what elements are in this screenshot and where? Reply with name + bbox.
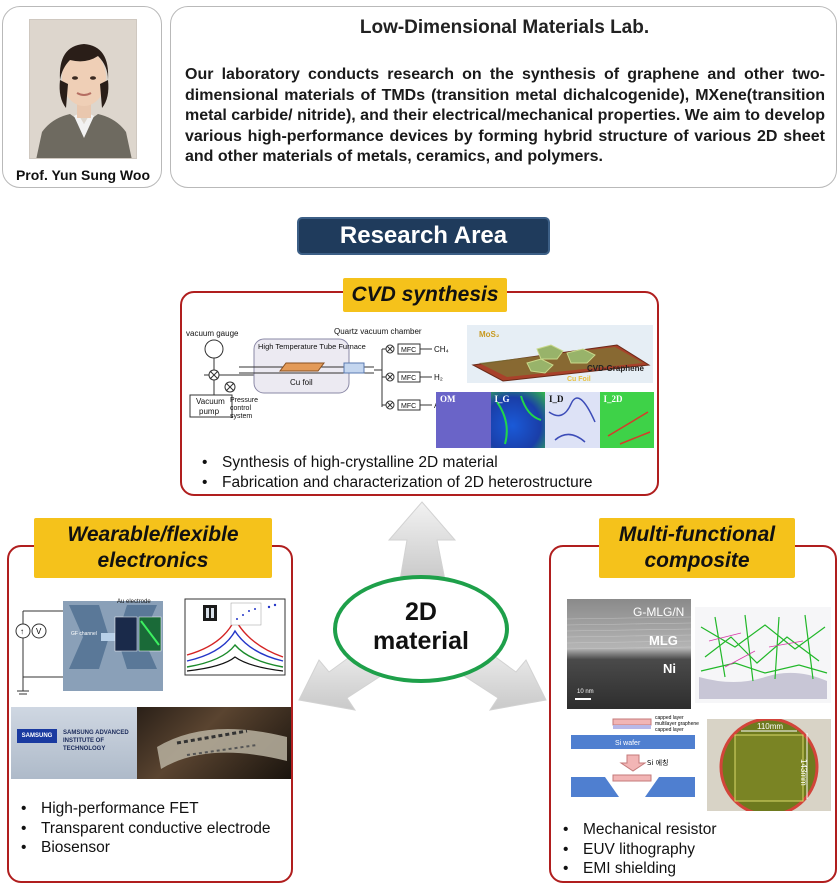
svg-text:Si 에칭: Si 에칭 <box>647 758 669 767</box>
wearable-panel: ↑ V Au electrode GF channel SAMSUNG SAMS… <box>7 545 293 883</box>
research-area-banner: Research Area <box>297 217 550 255</box>
wearable-bullet: Biosensor <box>15 838 275 858</box>
center-label-material: material <box>373 627 469 655</box>
fet-device-image: ↑ V Au electrode GF channel <box>15 599 163 695</box>
svg-text:MFC: MFC <box>401 375 416 382</box>
svg-text:capped layer: capped layer <box>655 727 684 733</box>
professor-name: Prof. Yun Sung Woo <box>15 167 151 183</box>
map-om: OM <box>436 392 491 448</box>
wearable-title: Wearable/flexible electronics <box>34 518 272 578</box>
multi-title: Multi-functional composite <box>599 518 795 578</box>
professor-card: Prof. Yun Sung Woo <box>2 6 162 188</box>
cvd-bullet-list: Synthesis of high-crystalline 2D materia… <box>196 453 592 492</box>
lab-description: Our laboratory conducts research on the … <box>185 66 825 165</box>
svg-text:Au electrode: Au electrode <box>117 599 151 605</box>
wearable-bullet: Transparent conductive electrode <box>15 819 275 839</box>
multi-bullet: EUV lithography <box>557 840 717 860</box>
multi-panel: G-MLG/N MLG Ni 10 nm Si wafer capped lay… <box>549 545 837 883</box>
multi-bullet-list: Mechanical resistor EUV lithography EMI … <box>557 820 717 879</box>
center-ellipse <box>333 575 509 683</box>
wafer-width-label: 110mm <box>757 722 784 731</box>
map-ig: I_G <box>490 392 545 448</box>
label-system: system <box>230 413 252 420</box>
center-label-2d: 2D <box>405 598 437 626</box>
label-cvd-graphene: CVD-Graphene <box>587 364 644 373</box>
map-i2d: I_2D <box>599 392 654 448</box>
label-control: control <box>230 405 251 412</box>
svg-text:capped layer: capped layer <box>655 715 684 721</box>
cvd-setup-diagram: vacuum gauge Vacuum pump Pressure contro… <box>186 327 449 420</box>
transfer-curve-chart <box>184 598 286 676</box>
multi-bullet: Mechanical resistor <box>557 820 717 840</box>
flexible-display-photo <box>137 707 291 779</box>
samsung-logo: SAMSUNG <box>17 729 57 743</box>
svg-text:multilayer graphene: multilayer graphene <box>655 721 699 727</box>
svg-text:↑: ↑ <box>20 627 24 636</box>
wearable-bullet: High-performance FET <box>15 799 275 819</box>
label-mos2: MoS₂ <box>479 330 500 339</box>
label-quartz-chamber: Quartz vacuum chamber <box>334 327 422 336</box>
cvd-panel: vacuum gauge Vacuum pump Pressure contro… <box>180 291 659 496</box>
label-vacuum: Vacuum <box>196 397 225 406</box>
raman-maps: OM I_G I_D I_2D <box>436 392 654 448</box>
svg-text:MFC: MFC <box>401 403 416 410</box>
tem-label-mlg: MLG <box>649 633 678 648</box>
svg-text:GF channel: GF channel <box>71 631 97 637</box>
network-render <box>695 607 831 703</box>
svg-text:Si wafer: Si wafer <box>615 740 641 747</box>
lab-title: Low-Dimensional Materials Lab. <box>359 17 650 38</box>
label-furnace: High Temperature Tube Furnace <box>258 342 366 351</box>
lab-card: Low-Dimensional Materials Lab. Our labor… <box>170 6 837 188</box>
label-pump: pump <box>199 407 220 416</box>
cvd-bullet: Fabrication and characterization of 2D h… <box>196 473 592 493</box>
wafer-height-label: 143mm <box>799 759 808 786</box>
transfer-schematic: Si wafer capped layer multilayer graphen… <box>571 715 699 797</box>
label-vacuum-gauge: vacuum gauge <box>186 329 239 338</box>
tem-label-top: G-MLG/N <box>633 605 685 619</box>
tem-label-ni: Ni <box>663 661 676 676</box>
tem-scale: 10 nm <box>577 689 594 695</box>
heterostructure-render: MoS₂ CVD-Graphene Cu Foil <box>467 325 653 383</box>
svg-text:CH₄: CH₄ <box>434 345 449 354</box>
cvd-title: CVD synthesis <box>343 278 507 312</box>
multi-bullet: EMI shielding <box>557 859 717 879</box>
svg-text:V: V <box>36 627 42 636</box>
samsung-photo: SAMSUNG SAMSUNG ADVANCED INSTITUTE OF TE… <box>11 707 137 779</box>
svg-text:H₂: H₂ <box>434 373 443 382</box>
professor-photo <box>29 19 137 159</box>
center-label: 2D material <box>333 598 509 656</box>
label-render-cu-foil: Cu Foil <box>567 376 591 383</box>
label-cu-foil: Cu foil <box>290 378 313 387</box>
cvd-bullet: Synthesis of high-crystalline 2D materia… <box>196 453 592 473</box>
wafer-photo: 110mm 143mm <box>707 719 831 811</box>
svg-text:MFC: MFC <box>401 347 416 354</box>
samsung-sign-text: SAMSUNG ADVANCED INSTITUTE OF TECHNOLOGY <box>63 730 129 752</box>
portrait-image <box>30 20 136 158</box>
wearable-bullet-list: High-performance FET Transparent conduct… <box>15 799 275 858</box>
label-pressure: Pressure <box>230 397 258 404</box>
tem-image: G-MLG/N MLG Ni 10 nm <box>567 599 691 709</box>
map-id: I_D <box>545 392 600 448</box>
